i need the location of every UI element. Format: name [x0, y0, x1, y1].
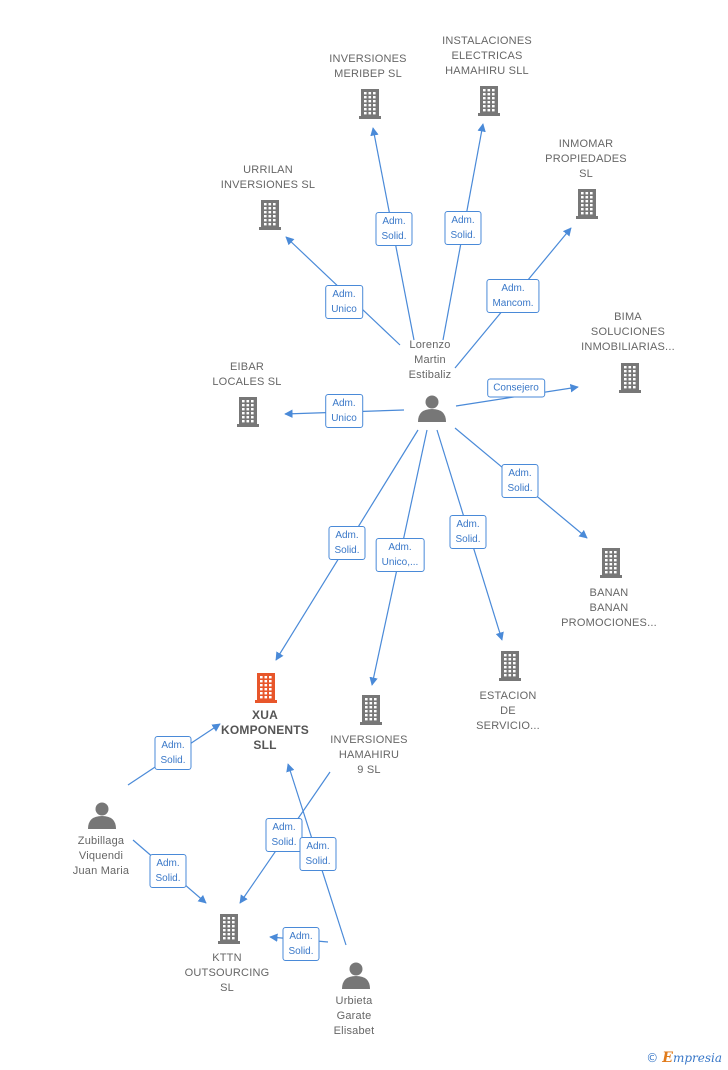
empresia-logo[interactable]: ©Empresia — [646, 1050, 722, 1066]
node-label-meribep[interactable]: INVERSIONES MERIBEP SL — [329, 53, 407, 80]
node-label-urrilan[interactable]: URRILAN INVERSIONES SL — [220, 164, 316, 191]
person-icon-lorenzo[interactable] — [418, 395, 446, 423]
relation-label-lorenzo-estacion[interactable]: Adm. Solid. — [449, 515, 487, 549]
relation-label-lorenzo-meribep[interactable]: Adm. Solid. — [375, 212, 413, 246]
relation-label-lorenzo-instalaciones[interactable]: Adm. Solid. — [444, 211, 482, 245]
building-icon-banan[interactable] — [600, 548, 622, 578]
building-icon-xua[interactable] — [255, 673, 277, 703]
building-icon-instalaciones[interactable] — [478, 86, 500, 116]
node-label-kttn[interactable]: KTTN OUTSOURCING SL — [184, 952, 270, 994]
node-label-xua[interactable]: XUA KOMPONENTS SLL — [220, 708, 310, 752]
node-label-eibar[interactable]: EIBAR LOCALES SL — [212, 361, 282, 388]
relation-label-urbieta-xua[interactable]: Adm. Solid. — [299, 837, 337, 871]
building-icon-bima[interactable] — [619, 363, 641, 393]
relation-label-urbieta-kttn[interactable]: Adm. Solid. — [282, 927, 320, 961]
relation-label-hamahiru9-kttn[interactable]: Adm. Solid. — [265, 818, 303, 852]
brand-name: mpresia — [672, 1051, 722, 1065]
relation-label-lorenzo-bima[interactable]: Consejero — [487, 378, 545, 398]
relation-label-lorenzo-urrilan[interactable]: Adm. Unico — [325, 285, 363, 319]
relation-label-lorenzo-xua[interactable]: Adm. Solid. — [328, 526, 366, 560]
person-icon-urbieta[interactable] — [342, 962, 370, 990]
building-icon-kttn[interactable] — [218, 914, 240, 944]
building-icon-meribep[interactable] — [359, 89, 381, 119]
relation-label-lorenzo-banan[interactable]: Adm. Solid. — [501, 464, 539, 498]
building-icon-urrilan[interactable] — [259, 200, 281, 230]
relation-label-lorenzo-hamahiru9[interactable]: Adm. Unico,... — [375, 538, 425, 572]
building-icon-inmomar[interactable] — [576, 189, 598, 219]
copyright-symbol: © — [646, 1051, 659, 1065]
relation-label-zubillaga-xua[interactable]: Adm. Solid. — [154, 736, 192, 770]
relation-label-zubillaga-kttn[interactable]: Adm. Solid. — [149, 854, 187, 888]
building-icon-hamahiru9[interactable] — [360, 695, 382, 725]
node-label-bima[interactable]: BIMA SOLUCIONES INMOBILIARIAS... — [581, 311, 675, 353]
node-label-banan[interactable]: BANAN BANAN PROMOCIONES... — [561, 587, 657, 629]
building-icon-estacion[interactable] — [499, 651, 521, 681]
node-label-hamahiru9[interactable]: INVERSIONES HAMAHIRU 9 SL — [330, 734, 408, 776]
relation-label-lorenzo-inmomar[interactable]: Adm. Mancom. — [486, 279, 540, 313]
node-label-instalaciones[interactable]: INSTALACIONES ELECTRICAS HAMAHIRU SLL — [442, 35, 532, 77]
node-label-estacion[interactable]: ESTACION DE SERVICIO... — [476, 690, 540, 732]
node-label-lorenzo[interactable]: Lorenzo Martin Estibaliz — [408, 339, 452, 381]
building-icon-eibar[interactable] — [237, 397, 259, 427]
person-icon-zubillaga[interactable] — [88, 802, 116, 830]
brand-initial: E — [662, 1050, 673, 1066]
node-label-zubillaga[interactable]: Zubillaga Viquendi Juan Maria — [72, 835, 130, 877]
node-label-urbieta[interactable]: Urbieta Garate Elisabet — [333, 995, 375, 1037]
relation-label-lorenzo-eibar[interactable]: Adm. Unico — [325, 394, 363, 428]
node-label-inmomar[interactable]: INMOMAR PROPIEDADES SL — [545, 138, 627, 180]
